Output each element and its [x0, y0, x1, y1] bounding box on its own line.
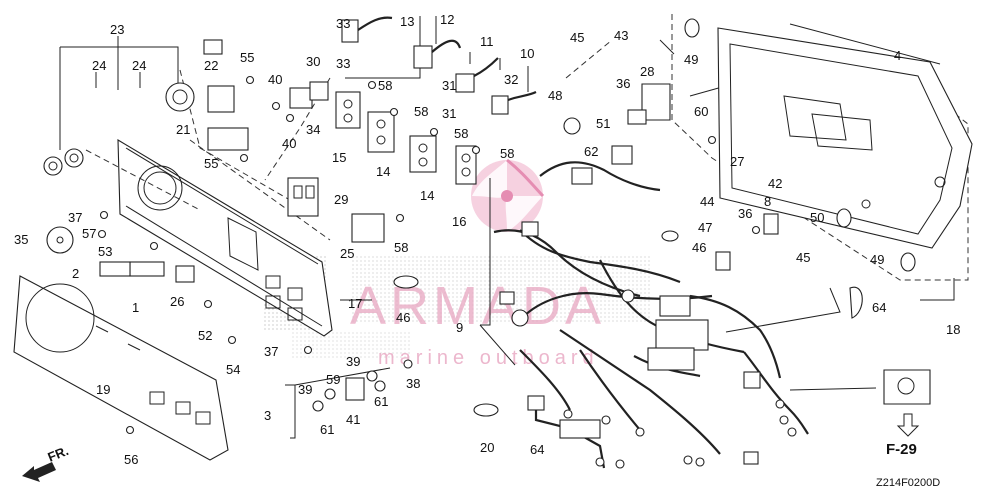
callout-number: 8: [764, 194, 771, 209]
callout-number: 45: [796, 250, 810, 265]
direction-label: FR.: [46, 443, 71, 465]
leader-lines: [59, 16, 955, 439]
callout-number: 33: [336, 56, 350, 71]
callout-number: 58: [414, 104, 428, 119]
component-parts: [43, 16, 931, 469]
callout-number: 31: [442, 106, 456, 121]
callout-number: 32: [504, 72, 518, 87]
callout-number: 49: [870, 252, 884, 267]
callout-number: 48: [548, 88, 562, 103]
callout-number: 38: [406, 376, 420, 391]
diagram-code: Z214F0200D: [876, 477, 940, 489]
callout-number: 46: [396, 310, 410, 325]
callout-number: 36: [616, 76, 630, 91]
watermark-brand: ARMADA: [350, 276, 605, 336]
callout-number: 17: [348, 296, 362, 311]
callout-number: 55: [204, 156, 218, 171]
callout-number: 35: [14, 232, 28, 247]
wire-harness: [493, 161, 809, 469]
callout-number: 30: [306, 54, 320, 69]
callout-number: 26: [170, 294, 184, 309]
callout-number: 1: [132, 300, 139, 315]
callout-number: 57: [82, 226, 96, 241]
callout-number: 10: [520, 46, 534, 61]
callout-number: 34: [306, 122, 320, 137]
callout-number: 11: [480, 34, 494, 49]
callout-number: 44: [700, 194, 714, 209]
callout-number: 3: [264, 408, 271, 423]
callout-number: 47: [698, 220, 712, 235]
callout-number: 13: [400, 14, 414, 29]
callout-number: 58: [378, 78, 392, 93]
callout-number: 54: [226, 362, 240, 377]
callout-number: 24: [92, 58, 106, 73]
callout-number: 64: [872, 300, 886, 315]
front-panel-plate: [117, 139, 333, 337]
control-box-housing: [717, 23, 973, 249]
callout-number: 15: [332, 150, 346, 165]
grommets: [684, 18, 916, 272]
callout-number: 37: [68, 210, 82, 225]
callout-number: 28: [640, 64, 654, 79]
callout-number: 25: [340, 246, 354, 261]
callout-number: 60: [694, 104, 708, 119]
callout-number: 36: [738, 206, 752, 221]
section-reference-label: F-29: [886, 441, 917, 458]
callout-number: 33: [336, 16, 350, 31]
part-callouts: 23 24 24 22 55 21 55 40 40 30 34 33 33 1…: [14, 12, 960, 467]
assembly-boundary: [85, 14, 969, 281]
callout-number: 40: [282, 136, 296, 151]
callout-number: 58: [454, 126, 468, 141]
callout-number: 14: [376, 164, 390, 179]
callout-number: 58: [500, 146, 514, 161]
callout-number: 59: [326, 372, 340, 387]
callout-number: 43: [614, 28, 628, 43]
callout-number: 55: [240, 50, 254, 65]
callout-number: 29: [334, 192, 348, 207]
rear-plate: [13, 275, 229, 461]
callout-number: 56: [124, 452, 138, 467]
section-reference: F-29: [886, 413, 920, 458]
callout-number: 39: [346, 354, 360, 369]
callout-number: 20: [480, 440, 494, 455]
callout-number: 37: [264, 344, 278, 359]
callout-number: 39: [298, 382, 312, 397]
callout-number: 58: [394, 240, 408, 255]
watermark-tagline: marine outboard: [378, 347, 599, 369]
callout-number: 27: [730, 154, 744, 169]
callout-number: 23: [110, 22, 124, 37]
callout-number: 18: [946, 322, 960, 337]
callout-number: 61: [374, 394, 388, 409]
front-direction-arrow: FR.: [22, 443, 71, 482]
callout-number: 21: [176, 122, 190, 137]
callout-number: 52: [198, 328, 212, 343]
callout-number: 42: [768, 176, 782, 191]
callout-number: 22: [204, 58, 218, 73]
callout-number: 9: [456, 320, 463, 335]
callout-number: 16: [452, 214, 466, 229]
callout-number: 12: [440, 12, 454, 27]
callout-number: 53: [98, 244, 112, 259]
callout-number: 62: [584, 144, 598, 159]
callout-number: 46: [692, 240, 706, 255]
callout-number: 14: [420, 188, 434, 203]
callout-number: 41: [346, 412, 360, 427]
callout-number: 31: [442, 78, 456, 93]
callout-number: 2: [72, 266, 79, 281]
armada-watermark-logo: [471, 158, 545, 232]
callout-number: 24: [132, 58, 146, 73]
callout-number: 45: [570, 30, 584, 45]
callout-number: 19: [96, 382, 110, 397]
callout-number: 40: [268, 72, 282, 87]
callout-number: 49: [684, 52, 698, 67]
callout-number: 61: [320, 422, 334, 437]
callout-number: 4: [894, 48, 901, 63]
callout-number: 50: [810, 210, 824, 225]
callout-number: 51: [596, 116, 610, 131]
callout-number: 64: [530, 442, 544, 457]
